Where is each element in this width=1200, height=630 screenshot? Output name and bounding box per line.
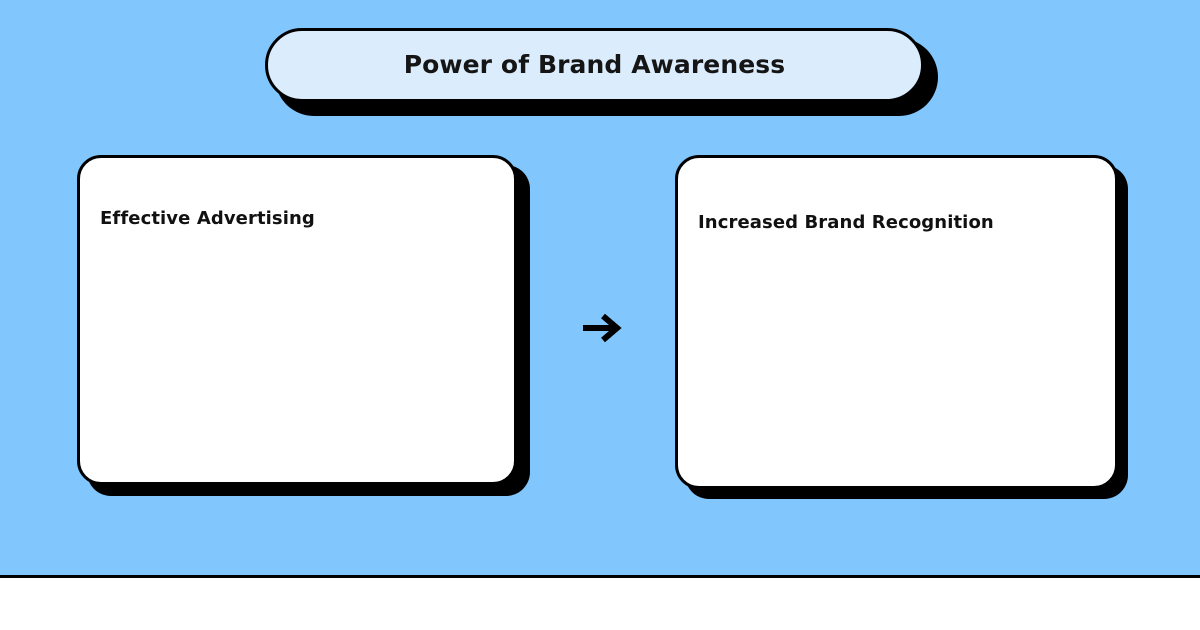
node-increased-brand-recognition-label: Increased Brand Recognition <box>698 212 994 233</box>
node-increased-brand-recognition[interactable] <box>675 155 1118 489</box>
title-pill: Power of Brand Awareness <box>265 28 924 102</box>
page-title: Power of Brand Awareness <box>403 50 786 80</box>
canvas-divider <box>0 575 1200 578</box>
node-effective-advertising[interactable] <box>77 155 517 485</box>
arrow-right-icon <box>578 305 624 351</box>
node-effective-advertising-label: Effective Advertising <box>100 208 315 229</box>
footer-strip <box>0 578 1200 630</box>
